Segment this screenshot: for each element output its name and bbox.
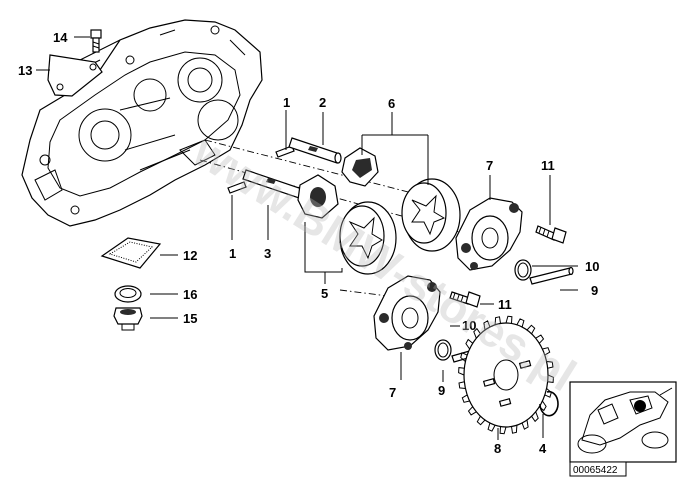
callout-6: 6 bbox=[388, 96, 395, 111]
callout-5: 5 bbox=[321, 286, 328, 301]
callout-7-lower: 7 bbox=[389, 385, 396, 400]
drain-plug bbox=[113, 307, 143, 331]
oil-filter-screen bbox=[100, 237, 162, 269]
callout-13: 13 bbox=[18, 63, 32, 78]
outer-rotor bbox=[339, 201, 397, 275]
drive-sprocket bbox=[458, 315, 554, 435]
pump-housing bbox=[455, 197, 523, 271]
callout-15: 15 bbox=[183, 311, 197, 326]
pump-shaft bbox=[288, 137, 342, 164]
bolt bbox=[90, 29, 102, 53]
motorcycle-inset: 00065422 bbox=[569, 381, 677, 477]
callout-11-lower: 11 bbox=[498, 297, 512, 312]
callout-14: 14 bbox=[53, 30, 68, 45]
callout-11-upper: 11 bbox=[541, 158, 555, 173]
dowel-pin bbox=[275, 145, 295, 158]
callout-12: 12 bbox=[183, 248, 197, 263]
callout-10-upper: 10 bbox=[585, 259, 599, 274]
callout-4: 4 bbox=[539, 441, 547, 456]
location-marker bbox=[634, 400, 646, 412]
reference-number: 00065422 bbox=[573, 465, 618, 476]
dowel-pin bbox=[227, 181, 247, 194]
callout-1-upper: 1 bbox=[283, 95, 290, 110]
inner-rotor bbox=[341, 147, 379, 187]
pump-housing bbox=[373, 275, 441, 351]
callout-9-upper: 9 bbox=[591, 283, 598, 298]
callout-16: 16 bbox=[183, 287, 197, 302]
callout-10-lower: 10 bbox=[462, 318, 476, 333]
o-ring bbox=[514, 259, 532, 281]
sealing-ring bbox=[114, 285, 142, 303]
housing-bolt bbox=[449, 291, 481, 308]
inner-rotor bbox=[297, 174, 339, 219]
callout-3: 3 bbox=[264, 246, 271, 261]
leader-lines bbox=[36, 36, 578, 440]
engine-housing bbox=[21, 19, 263, 227]
callout-labels: 14 13 1 2 6 7 11 12 1 3 10 5 9 16 11 15 … bbox=[18, 30, 599, 456]
sleeve-pin bbox=[529, 266, 574, 285]
circlip bbox=[539, 390, 559, 417]
callout-1-lower: 1 bbox=[229, 246, 236, 261]
o-ring bbox=[434, 339, 452, 361]
callout-2: 2 bbox=[319, 95, 326, 110]
housing-bolt bbox=[535, 225, 567, 244]
callout-8: 8 bbox=[494, 441, 501, 456]
callout-9-lower: 9 bbox=[438, 383, 445, 398]
cover-plate bbox=[47, 54, 103, 97]
outer-rotor bbox=[401, 178, 461, 252]
callout-7-upper: 7 bbox=[486, 158, 493, 173]
